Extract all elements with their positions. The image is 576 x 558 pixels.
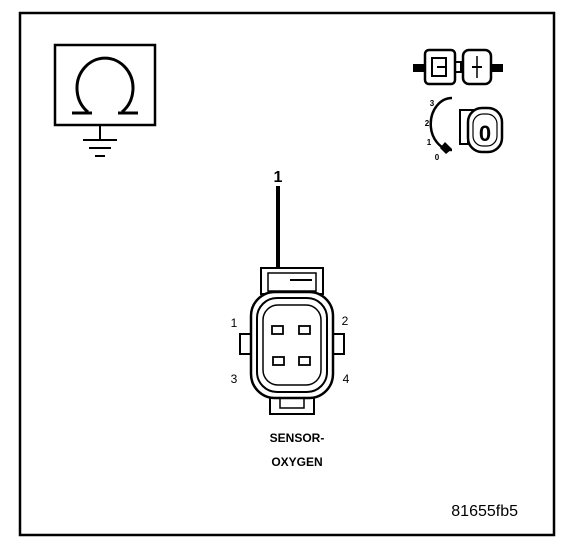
ignition-position-3: 3 [430,99,435,108]
ignition-position-2: 2 [425,119,430,128]
connector-label-line1: SENSOR- [270,431,325,445]
pin-cavity-2 [298,325,311,335]
oxygen-sensor-connector [239,267,345,415]
pin-label-3: 3 [231,372,238,386]
ignition-key-off-icon: 0 3 2 1 0 [425,96,504,162]
ignition-key-label: 0 [479,121,491,146]
ignition-position-0: 0 [435,153,440,162]
diagram-border [18,11,556,537]
pin-cavity-1 [271,325,284,335]
callout-number: 1 [274,169,283,186]
pin-cavity-3 [272,356,285,366]
connector-label-line2: OXYGEN [271,455,322,469]
pin-label-2: 2 [342,314,349,328]
figure-id: 81655fb5 [451,503,518,520]
ignition-position-1: 1 [427,138,432,147]
ohmmeter-ground-icon [53,43,157,157]
pin-label-4: 4 [343,372,350,386]
pin-label-1: 1 [231,316,238,330]
disconnected-connector-icon [413,48,503,86]
pin-cavity-4 [298,356,311,366]
